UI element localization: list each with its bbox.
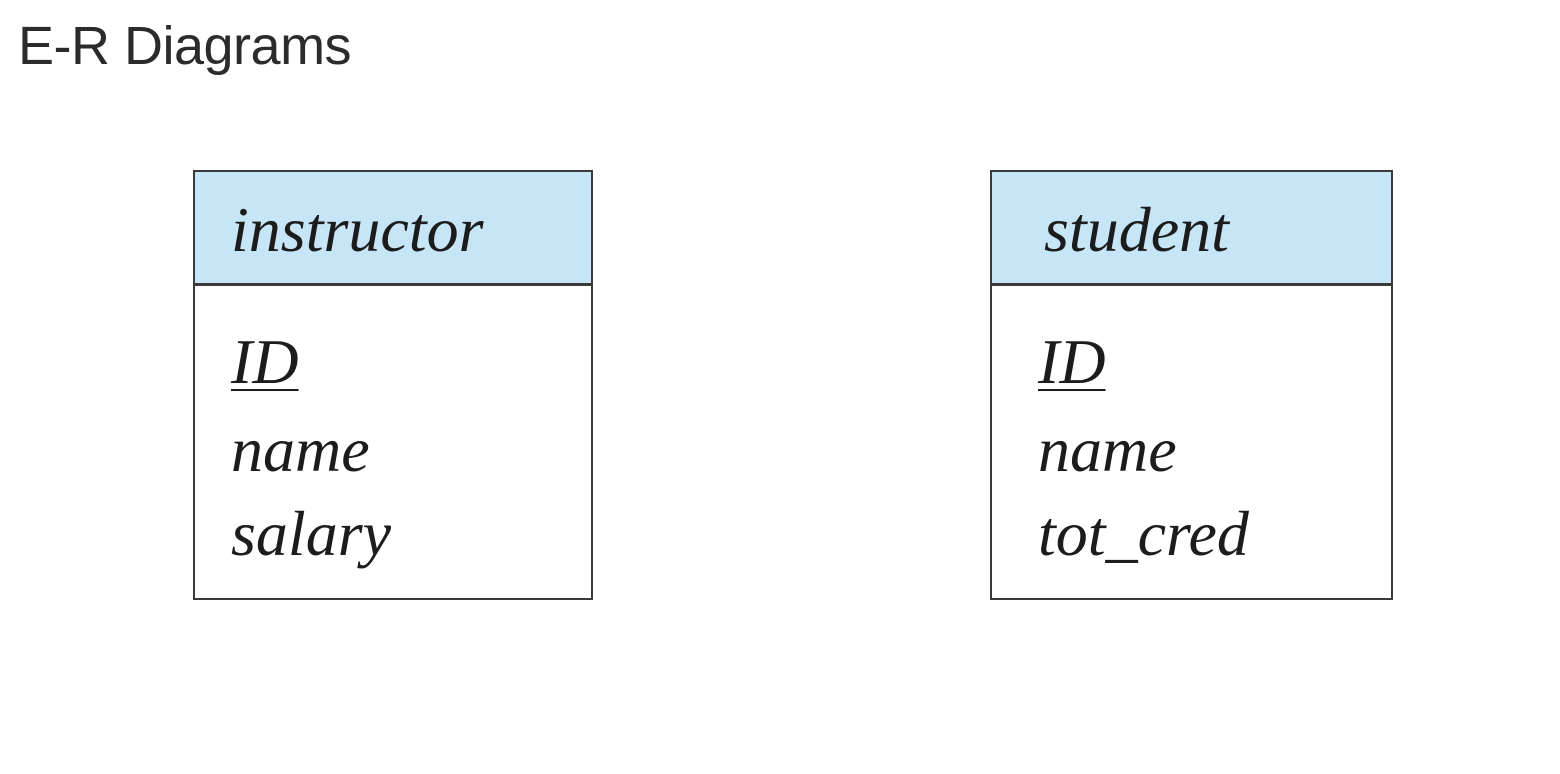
attribute: name bbox=[231, 414, 370, 485]
primary-key-attribute: ID bbox=[1038, 326, 1106, 397]
primary-key-attribute: ID bbox=[231, 326, 299, 397]
entity-header: instructor bbox=[195, 172, 591, 286]
entity-instructor: instructor ID name salary bbox=[193, 170, 593, 600]
attribute: name bbox=[1038, 414, 1177, 485]
entity-header: student bbox=[992, 172, 1391, 286]
entity-name: instructor bbox=[231, 194, 484, 265]
entity-name: student bbox=[1044, 194, 1229, 265]
attribute: tot_cred bbox=[1038, 498, 1249, 569]
slide-title: E-R Diagrams bbox=[18, 16, 352, 76]
attribute: salary bbox=[231, 498, 391, 569]
entity-student: student ID name tot_cred bbox=[990, 170, 1393, 600]
